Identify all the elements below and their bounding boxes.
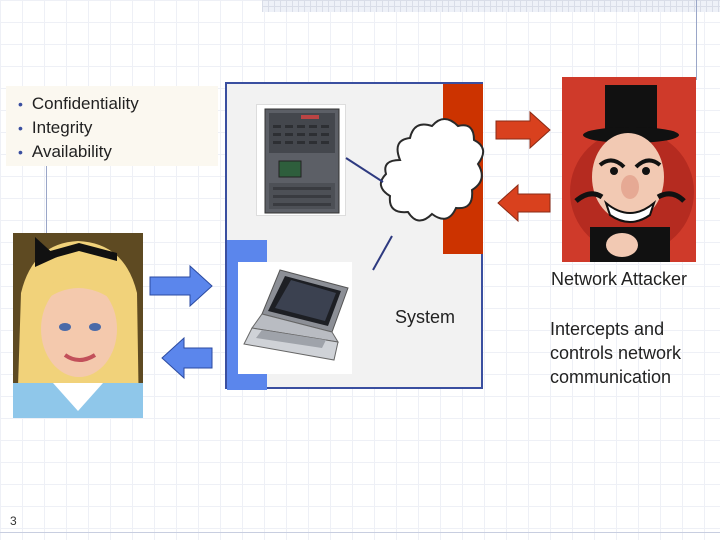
goal-item: Integrity	[18, 116, 218, 140]
attacker-image	[562, 77, 696, 262]
alice-image	[13, 233, 143, 418]
arrow-alice-to-system	[149, 264, 213, 308]
server-image	[256, 104, 346, 216]
right-rule-line	[696, 0, 697, 80]
left-rule-line	[46, 166, 47, 236]
system-label: System	[395, 307, 456, 327]
arrow-system-to-alice	[161, 336, 213, 380]
attacker-description: Intercepts and controls network communic…	[550, 319, 682, 387]
security-goals-list: Confidentiality Integrity Availability	[6, 86, 218, 164]
bottom-rule-line	[0, 532, 720, 533]
goal-item: Confidentiality	[18, 92, 218, 116]
arrow-attacker-inbound	[495, 110, 551, 150]
top-banner-decoration	[262, 0, 720, 12]
arrow-attacker-outbound	[497, 183, 551, 223]
slide-number: 3	[10, 514, 17, 528]
security-goals-box: Confidentiality Integrity Availability	[6, 86, 218, 166]
goal-item: Availability	[18, 140, 218, 164]
laptop-image	[238, 262, 352, 374]
server-link-line	[345, 157, 384, 183]
cloud-network	[379, 118, 485, 222]
laptop-link-line	[372, 235, 393, 271]
attacker-title: Network Attacker	[551, 269, 688, 289]
